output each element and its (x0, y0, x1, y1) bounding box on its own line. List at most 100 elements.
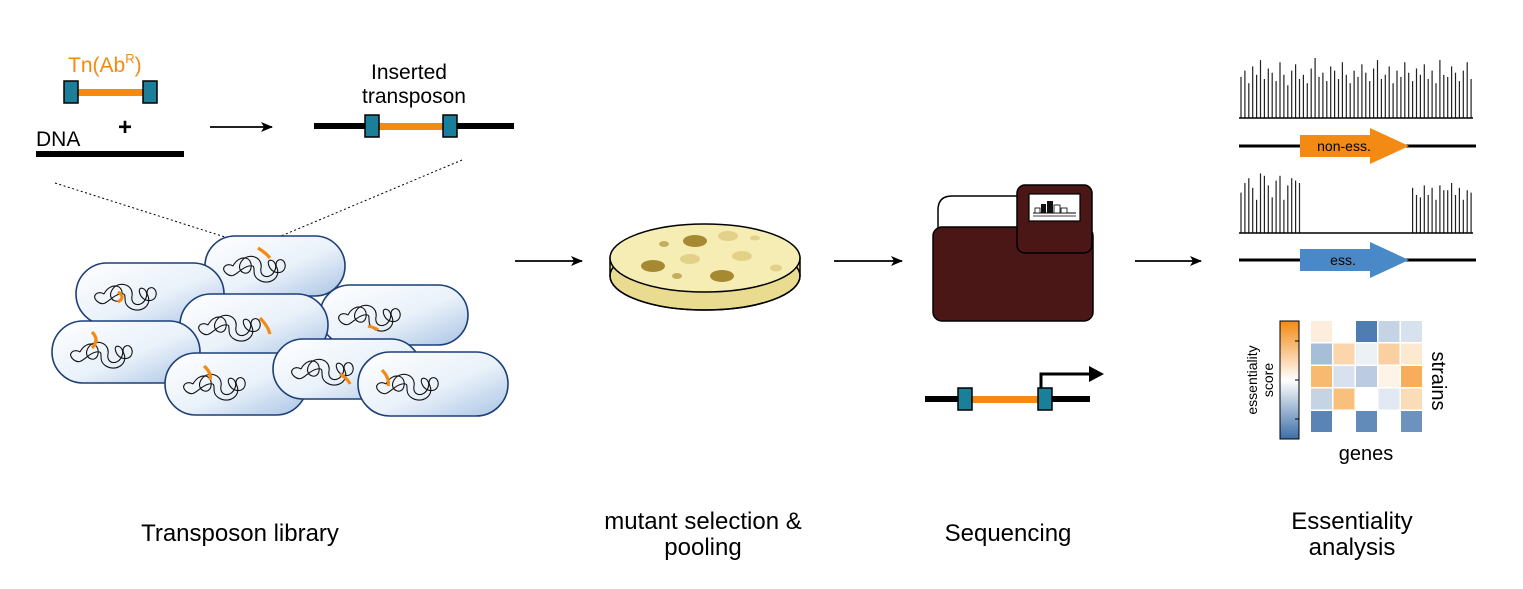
heatmap-cell (1356, 411, 1377, 432)
colony (672, 273, 682, 279)
dna-label: DNA (36, 128, 80, 151)
bacterial-cell (204, 235, 346, 297)
colony (732, 251, 752, 261)
screen-bar (1041, 204, 1046, 213)
read-tn-right-end (1037, 387, 1053, 411)
sequencer-lid (937, 195, 1020, 230)
transposon-insertion (258, 316, 272, 335)
heatmap-cell (1333, 411, 1355, 432)
heatmap-cell (1311, 343, 1332, 365)
plus-sign: + (118, 114, 132, 141)
essentiality-heatmap (1311, 321, 1422, 432)
heatmap-cell (1378, 366, 1400, 387)
chromosome (223, 255, 286, 283)
heatmap-cell (1378, 411, 1400, 432)
insertion-counts-essential (1240, 173, 1472, 233)
colony (770, 264, 782, 272)
transposon-insertion (339, 372, 352, 385)
caption-selection-line1: mutant selection & (604, 508, 801, 535)
insertion-counts-non-essential (1240, 58, 1472, 118)
heatmap-x-label: genes (1339, 443, 1394, 465)
screen-bar (1047, 201, 1053, 213)
tn-left-end (63, 80, 79, 104)
heatmap-cell (1356, 343, 1377, 365)
transposon-insertion (90, 330, 98, 350)
colony (718, 231, 738, 241)
colorbar-label-line1: essentiality (1244, 345, 1260, 414)
inserted-tn-left-end (364, 114, 380, 138)
chromosome (183, 373, 246, 401)
heatmap-cell (1311, 321, 1332, 342)
heatmap-cell (1311, 411, 1332, 432)
colony (680, 254, 700, 264)
dna-strand (36, 151, 184, 157)
colony (659, 241, 669, 247)
screen-bar (1053, 204, 1061, 214)
heatmap-cell (1356, 388, 1377, 410)
colony (641, 260, 665, 272)
chromosome (198, 314, 261, 342)
caption-selection-line2: pooling (664, 534, 741, 561)
transposon-insertion (202, 364, 212, 381)
inserted-label-line1: Inserted (371, 61, 447, 84)
heatmap-cell (1378, 321, 1400, 342)
heatmap-cell (1401, 388, 1422, 410)
zoom-line-right (261, 159, 463, 245)
heatmap-cell (1401, 321, 1422, 342)
colony (750, 235, 760, 241)
read-tn-left-end (957, 387, 973, 411)
screen-bar (1034, 207, 1041, 214)
tn-right-end (142, 80, 158, 104)
heatmap-cell (1356, 366, 1377, 387)
colony (710, 270, 734, 282)
read-tn-body (970, 396, 1042, 403)
bacterial-cell (51, 320, 201, 384)
heatmap-cell (1401, 343, 1422, 365)
heatmap-cell (1333, 321, 1355, 342)
petri-dish-top (609, 223, 801, 293)
heatmap-cell (1401, 411, 1422, 432)
gene-arrow-essential (1300, 242, 1409, 278)
gene-label-non-essential: non-ess. (1317, 138, 1371, 154)
heatmap-y-label: strains (1427, 352, 1449, 411)
gene-label-essential: ess. (1330, 252, 1356, 268)
transposon-insertion (380, 368, 390, 387)
petri-dish (609, 223, 801, 311)
heatmap-cell (1311, 366, 1332, 387)
inserted-label-line2: transposon (362, 85, 466, 108)
tn-label: Tn(AbR) (68, 51, 142, 77)
sequencer-machine (932, 184, 1094, 322)
heatmap-cell (1378, 343, 1400, 365)
heatmap-cell (1333, 388, 1355, 410)
bacterial-cell (357, 351, 509, 417)
inserted-transposon: Inserted transposon (314, 61, 514, 138)
gene-arrow-non-essential (1300, 128, 1409, 164)
tn-body (76, 89, 146, 96)
transposon-insertion (117, 290, 124, 304)
caption-sequencing: Sequencing (945, 520, 1072, 547)
bacterial-cell (319, 284, 469, 346)
chromosome (94, 283, 157, 311)
read-primer-arrow (1039, 372, 1092, 388)
colorbar-label-line2: score (1260, 363, 1276, 397)
chromosome (291, 358, 354, 386)
heatmap-cell (1333, 366, 1355, 387)
transposon-construct: Tn(AbR) (63, 51, 158, 104)
chromosome (376, 373, 439, 401)
heatmap-cell (1356, 321, 1377, 342)
transposon-insertion (367, 324, 380, 332)
colony (683, 235, 707, 247)
caption-analysis-line2: analysis (1309, 534, 1396, 561)
inserted-tn-right-end (442, 114, 458, 138)
chromosome (338, 304, 401, 332)
zoom-line-left (54, 182, 248, 245)
sequencing-read-construct (925, 366, 1104, 411)
caption-analysis-line1: Essentiality (1291, 508, 1412, 535)
screen-bar (1060, 207, 1068, 214)
heatmap-cell (1401, 366, 1422, 387)
essentiality-colorbar: essentiality score (1244, 320, 1300, 440)
transposon-library-cells (51, 235, 509, 417)
caption-transposon-library: Transposon library (141, 520, 339, 547)
read-primer-arrowhead (1089, 366, 1104, 382)
